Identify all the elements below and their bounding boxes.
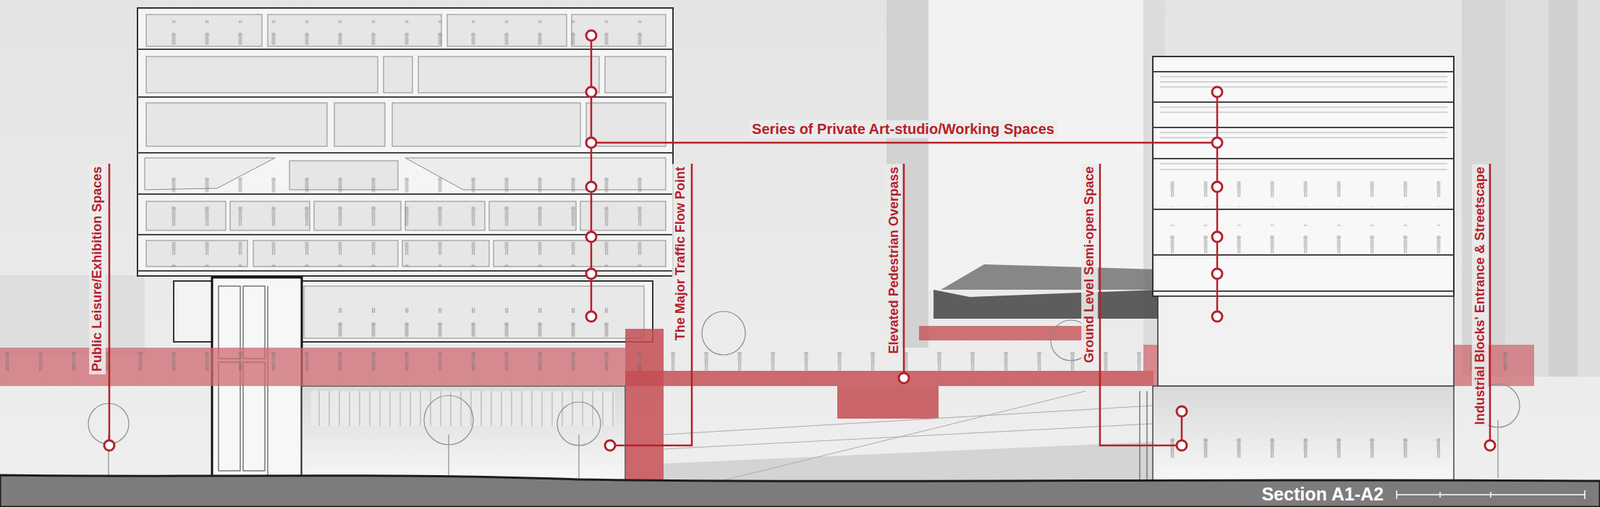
leader-lines xyxy=(109,35,1491,446)
callout-label: Public Leisure/Exhibition Spaces xyxy=(89,163,107,375)
callout-label: Elevated Pedestrian Overpass xyxy=(885,163,903,357)
callout-label: Industrial Blocks' Entrance & Streetscap… xyxy=(1471,163,1489,427)
callout-dots xyxy=(104,30,1496,451)
callout-label: The Major Traffic Flow Point xyxy=(672,163,689,344)
section-title: Section A1-A2 xyxy=(1261,484,1384,505)
callout-label: Ground Level Semi-open Space xyxy=(1081,163,1099,366)
callout-label: Series of Private Art-studio/Working Spa… xyxy=(748,120,1058,139)
